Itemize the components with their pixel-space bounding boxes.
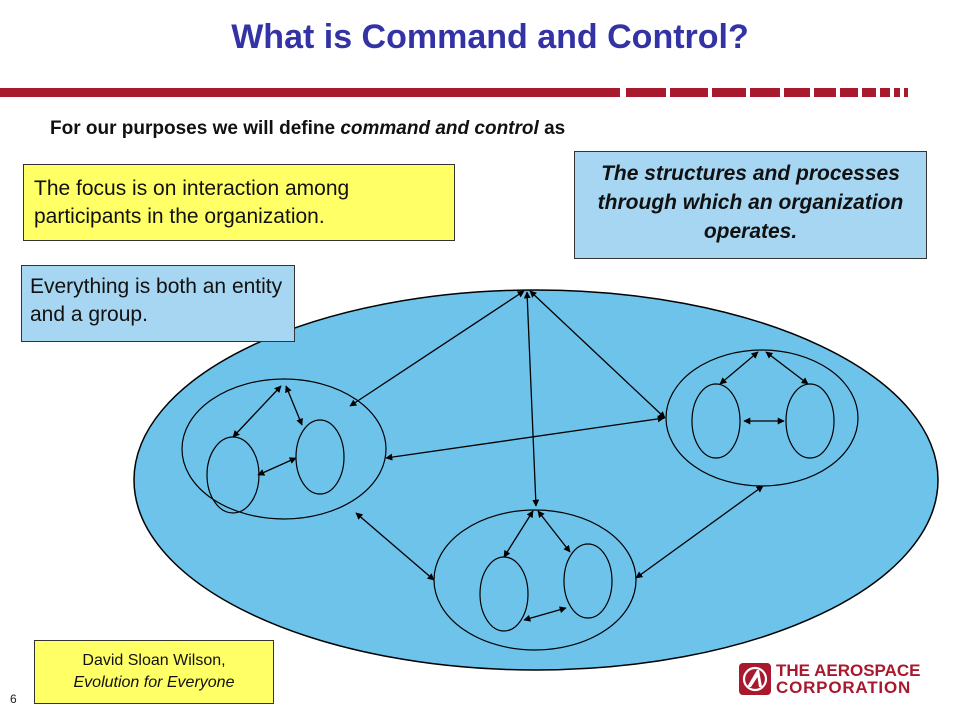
arrow-left-top-entity2 bbox=[285, 385, 303, 426]
arrow-right-top-entity2 bbox=[765, 351, 809, 385]
rule-segment bbox=[840, 88, 858, 97]
logo-text: THE AEROSPACE CORPORATION bbox=[776, 662, 951, 696]
bottom-entity-2 bbox=[563, 543, 613, 619]
arrow-bottom-top-entity1 bbox=[503, 510, 534, 558]
arrow-right-top-entity1 bbox=[719, 351, 759, 385]
arrow-top-left-group bbox=[349, 290, 525, 407]
arrow-left-right-group bbox=[385, 415, 665, 461]
logo-line-2: CORPORATION bbox=[776, 678, 912, 697]
organization-ellipse bbox=[133, 289, 939, 671]
rule-segment bbox=[814, 88, 836, 97]
arrow-left-bottom-group bbox=[355, 512, 435, 581]
rule-segment bbox=[784, 88, 810, 97]
focus-note: The focus is on interaction among partic… bbox=[23, 164, 455, 241]
definition-box: The structures and processes through whi… bbox=[574, 151, 927, 259]
arrow-top-right-group bbox=[529, 290, 666, 419]
citation-work: Evolution for Everyone bbox=[73, 674, 235, 691]
page-number: 6 bbox=[10, 692, 17, 706]
rule-segment bbox=[712, 88, 746, 97]
intro-text: For our purposes we will define command … bbox=[50, 118, 565, 140]
rule-segment bbox=[626, 88, 666, 97]
right-entity-2 bbox=[785, 383, 835, 459]
right-entity-1 bbox=[691, 383, 741, 459]
arrow-bottom-right-group bbox=[635, 485, 764, 579]
slide-title: What is Command and Control? bbox=[231, 18, 749, 56]
rule-segment bbox=[750, 88, 780, 97]
rule-segment bbox=[894, 88, 900, 97]
arrow-left-entities bbox=[257, 457, 297, 476]
logo-line-1: THE AEROSPACE bbox=[776, 661, 921, 680]
rule-segment bbox=[670, 88, 708, 97]
arrow-left-top-entity1 bbox=[232, 385, 282, 438]
company-logo: THE AEROSPACE CORPORATION bbox=[738, 662, 921, 700]
left-entity-2 bbox=[295, 419, 345, 495]
entity-group-note: Everything is both an entity and a group… bbox=[21, 265, 295, 342]
rule-segment bbox=[0, 88, 620, 97]
arrow-top-bottom-group bbox=[523, 291, 540, 507]
aerospace-logo-icon bbox=[739, 663, 771, 695]
rule-segment bbox=[880, 88, 890, 97]
arrow-bottom-top-entity2 bbox=[537, 510, 571, 553]
citation-box: David Sloan Wilson, Evolution for Everyo… bbox=[34, 640, 274, 704]
intro-suffix: as bbox=[538, 118, 566, 139]
arrow-bottom-entities bbox=[523, 606, 567, 622]
rule-segment bbox=[904, 88, 908, 97]
intro-term: command and control bbox=[340, 118, 539, 139]
rule-segment bbox=[862, 88, 876, 97]
citation-author: David Sloan Wilson, bbox=[82, 652, 226, 669]
intro-prefix: For our purposes we will define bbox=[50, 118, 341, 139]
